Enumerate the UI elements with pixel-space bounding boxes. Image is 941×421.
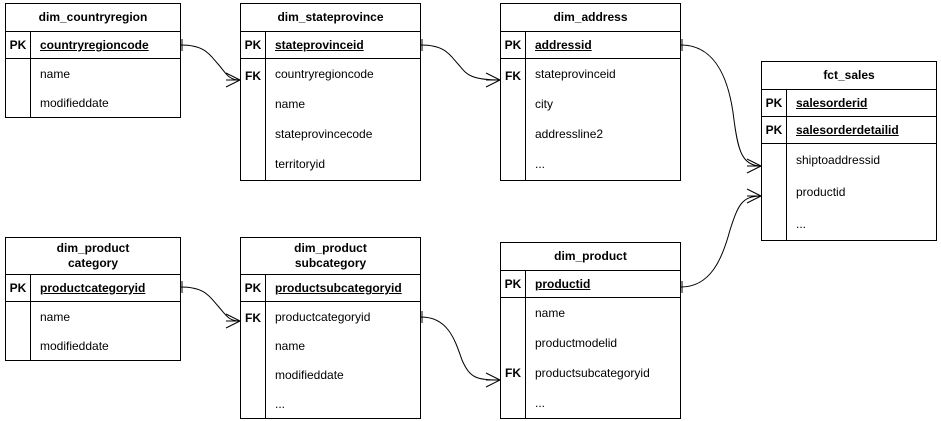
entity-attribute-block: name modifieddate: [6, 302, 180, 360]
attribute-row[interactable]: productmodelid: [535, 336, 618, 350]
key-marker: PK: [241, 32, 266, 58]
key-marker: PK: [6, 32, 31, 58]
entity-title: dim_stateprovince: [241, 4, 420, 32]
key-marker: PK: [762, 90, 787, 116]
entity-title: dim_product category: [6, 238, 180, 275]
attribute-row[interactable]: productid: [796, 185, 846, 199]
attribute-marker-gutter: [6, 59, 31, 117]
attribute-marker-gutter: [762, 144, 787, 240]
entity-attribute-block: FK stateprovinceid city addressline2 ...: [501, 59, 680, 180]
foreign-key-marker: FK: [505, 366, 521, 380]
relationship-product-fctsales-product: [680, 188, 762, 293]
attribute-row[interactable]: city: [535, 97, 553, 111]
entity-dim-stateprovince[interactable]: dim_stateprovince PK stateprovinceid FK …: [240, 3, 421, 181]
entity-key-row[interactable]: PK salesorderid: [762, 90, 936, 117]
attribute-marker-gutter: FK: [501, 59, 526, 180]
entity-key-row[interactable]: PK addressid: [501, 32, 680, 59]
attribute-list: productcategoryid name modifieddate ...: [266, 302, 420, 418]
attribute-list: name modifieddate: [31, 302, 180, 360]
key-marker: PK: [501, 32, 526, 58]
attribute-row[interactable]: addressline2: [535, 127, 604, 141]
entity-dim-address[interactable]: dim_address PK addressid FK stateprovinc…: [500, 3, 681, 181]
attribute-marker-gutter: [6, 302, 31, 360]
key-name: productcategoryid: [40, 281, 146, 295]
attribute-list: stateprovinceid city addressline2 ...: [526, 59, 680, 180]
attribute-list: name productmodelid productsubcategoryid…: [526, 298, 680, 418]
relationship-productsubcategory-product: [420, 311, 501, 388]
entity-dim-product[interactable]: dim_product PK productid FK name product…: [500, 242, 681, 419]
key-marker: PK: [501, 271, 526, 297]
entity-key-row[interactable]: PK stateprovinceid: [241, 32, 420, 59]
attribute-marker-gutter: FK: [241, 59, 266, 180]
foreign-key-marker: FK: [245, 311, 261, 325]
entity-title: fct_sales: [762, 62, 936, 90]
relationship-stateprovince-address: [420, 39, 501, 88]
entity-title: dim_countryregion: [6, 4, 180, 32]
attribute-marker-gutter: FK: [501, 298, 526, 418]
attribute-row[interactable]: name: [275, 338, 306, 353]
entity-title: dim_address: [501, 4, 680, 32]
key-marker: PK: [762, 117, 787, 143]
entity-dim-productsubcategory[interactable]: dim_product subcategory PK productsubcat…: [240, 237, 421, 419]
entity-attribute-block: FK countryregioncode name stateprovincec…: [241, 59, 420, 180]
foreign-key-marker: FK: [245, 69, 261, 83]
attribute-list: name modifieddate: [31, 59, 180, 117]
attribute-row[interactable]: modifieddate: [275, 367, 344, 382]
attribute-list: countryregioncode name stateprovincecode…: [266, 59, 420, 180]
attribute-row[interactable]: countryregioncode: [275, 67, 374, 81]
key-marker: PK: [6, 275, 31, 301]
entity-title: dim_product subcategory: [241, 238, 420, 275]
key-name: productid: [535, 277, 591, 291]
attribute-row[interactable]: name: [40, 309, 71, 324]
entity-key-row[interactable]: PK productsubcategoryid: [241, 275, 420, 302]
key-name: addressid: [535, 38, 592, 52]
key-name: salesorderid: [796, 96, 868, 110]
entity-attribute-block: name modifieddate: [6, 59, 180, 117]
attribute-row[interactable]: ...: [796, 217, 807, 231]
attribute-row[interactable]: stateprovincecode: [275, 127, 373, 141]
attribute-marker-gutter: FK: [241, 302, 266, 418]
attribute-row[interactable]: modifieddate: [40, 95, 109, 110]
entity-title: dim_product: [501, 243, 680, 271]
key-name: productsubcategoryid: [275, 281, 402, 295]
entity-fct-sales[interactable]: fct_sales PK salesorderid PK salesorderd…: [761, 61, 937, 241]
attribute-row[interactable]: stateprovinceid: [535, 67, 616, 81]
attribute-row[interactable]: ...: [535, 157, 546, 171]
entity-dim-countryregion[interactable]: dim_countryregion PK countryregioncode n…: [5, 3, 181, 118]
entity-attribute-block: shiptoaddressid productid ...: [762, 144, 936, 240]
relationship-address-fctsales-address: [680, 39, 762, 174]
attribute-row[interactable]: name: [275, 97, 306, 111]
attribute-row[interactable]: territoryid: [275, 157, 326, 171]
entity-key-row[interactable]: PK salesorderdetailid: [762, 117, 936, 144]
relationship-productcategory-productsubcategory: [180, 281, 241, 329]
key-name: stateprovinceid: [275, 38, 364, 52]
key-marker: PK: [241, 275, 266, 301]
entity-attribute-block: FK name productmodelid productsubcategor…: [501, 298, 680, 418]
entity-attribute-block: FK productcategoryid name modifieddate .…: [241, 302, 420, 418]
attribute-row[interactable]: name: [40, 66, 71, 81]
entity-key-row[interactable]: PK productcategoryid: [6, 275, 180, 302]
attribute-row[interactable]: productsubcategoryid: [535, 366, 650, 380]
attribute-row[interactable]: productcategoryid: [275, 309, 371, 324]
attribute-row[interactable]: name: [535, 306, 566, 320]
attribute-row[interactable]: ...: [535, 396, 546, 410]
foreign-key-marker: FK: [505, 69, 521, 83]
entity-key-row[interactable]: PK productid: [501, 271, 680, 298]
attribute-row[interactable]: ...: [275, 396, 286, 411]
attribute-row[interactable]: modifieddate: [40, 338, 109, 353]
attribute-row[interactable]: shiptoaddressid: [796, 153, 881, 167]
key-name: countryregioncode: [40, 38, 149, 52]
entity-key-row[interactable]: PK countryregioncode: [6, 32, 180, 59]
key-name: salesorderdetailid: [796, 123, 899, 137]
entity-dim-productcategory[interactable]: dim_product category PK productcategoryi…: [5, 237, 181, 361]
attribute-list: shiptoaddressid productid ...: [787, 144, 936, 240]
relationship-countryregion-stateprovince: [180, 39, 241, 88]
